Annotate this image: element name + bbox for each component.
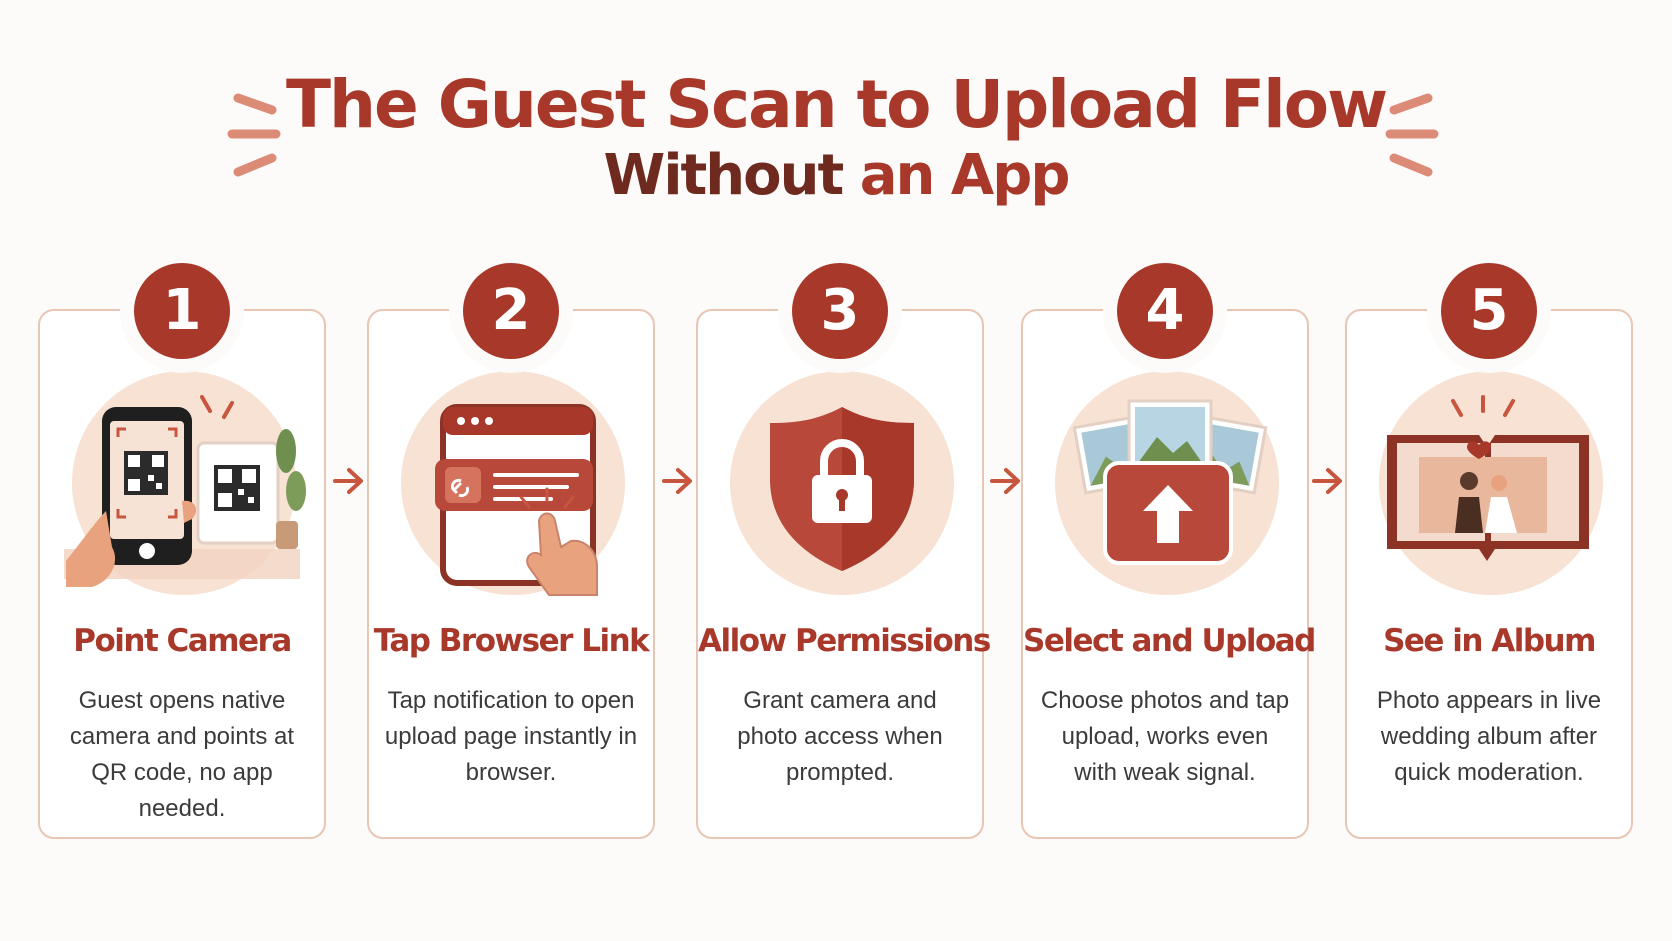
arrow-right-icon [662,468,692,494]
step-illustration-5 [1379,371,1603,595]
phone-qr-scan-icon [64,395,306,587]
step-text-1: Guest opens native camera and points at … [69,687,295,822]
step-title-5: See in Album [1383,623,1596,659]
burst-left-icon [227,93,281,177]
step-card-2: Tap Browser Link Tap notification to ope… [367,309,655,839]
step-card-3: Allow Permissions Grant camera and photo… [696,309,991,839]
step-illustration-3 [730,371,954,595]
subtitle-part-1: Without [603,143,845,208]
step-badge-4: 4 [1117,263,1213,359]
arrow-right-icon [990,468,1020,494]
shield-lock-icon [770,407,914,571]
step-title-3: Allow Permissions [698,623,991,659]
page-title: The Guest Scan to Upload Flow [285,66,1388,143]
photos-upload-icon [1072,399,1268,565]
header: The Guest Scan to Upload Flow Without an… [0,72,1672,204]
step-illustration-2 [401,371,625,596]
step-badge-5: 5 [1441,263,1537,359]
step-title-1: Point Camera [73,623,292,659]
arrow-right-icon [1312,468,1342,494]
step-badge-3: 3 [792,263,888,359]
step-title-2: Tap Browser Link [373,623,650,659]
step-illustration-4 [1055,371,1279,595]
wedding-album-icon [1387,395,1589,561]
step-badge-1: 1 [134,263,230,359]
subtitle-part-2: an App [859,143,1071,208]
step-title-4: Select and Upload [1023,623,1316,659]
step-text-4: Choose photos and tap upload, works even… [1040,687,1290,786]
step-card-5: See in Album Photo appears in live weddi… [1345,309,1633,839]
step-illustration-1 [64,371,306,595]
step-text-3: Grant camera and photo access when promp… [737,687,943,786]
page-subtitle: Without an App [0,148,1672,204]
step-card-4: Select and Upload Choose photos and tap … [1021,309,1316,839]
step-badge-2: 2 [463,263,559,359]
arrow-right-icon [333,468,363,494]
browser-link-tap-icon [435,404,598,596]
step-text-2: Tap notification to open upload page ins… [384,687,638,786]
step-card-1: Point Camera Guest opens native camera a… [38,309,326,839]
burst-right-icon [1385,93,1439,177]
step-text-5: Photo appears in live wedding album afte… [1376,687,1602,786]
